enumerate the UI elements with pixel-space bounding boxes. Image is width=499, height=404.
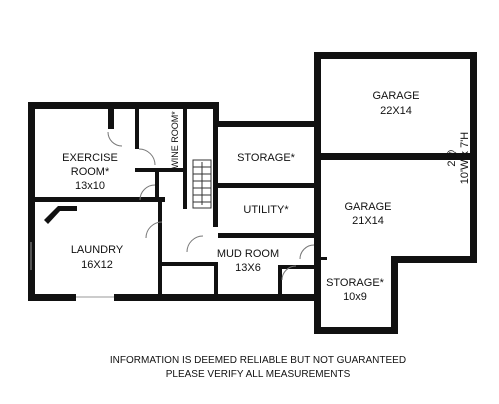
doors	[107, 131, 315, 281]
laundry-size: 16X12	[81, 259, 113, 271]
house-south-wall-b	[114, 294, 314, 301]
mud-west-partition	[162, 262, 218, 266]
disclaimer-line-1: INFORMATION IS DEEMED RELIABLE BUT NOT G…	[110, 355, 406, 366]
house-north-step	[213, 102, 219, 127]
garage-a-size: 22X14	[380, 105, 412, 117]
storage-top-name: STORAGE*	[237, 152, 296, 164]
garage-door-count: 2@	[446, 149, 458, 166]
laundry-corner-wall	[44, 206, 77, 224]
exercise-name-1: EXERCISE	[62, 152, 118, 164]
garage-door-marker	[443, 153, 473, 160]
garage-divider-wall	[321, 153, 445, 160]
wine-room-name: WINE ROOM*	[170, 111, 180, 169]
house-west-wall	[28, 102, 35, 301]
garage-b-size: 21X14	[352, 215, 384, 227]
wine-east-wall	[183, 109, 187, 209]
exercise-closet-wall	[108, 109, 114, 129]
stairs	[192, 159, 212, 209]
storage-south-wall-top	[218, 183, 314, 188]
exercise-south-wall	[35, 197, 165, 202]
exercise-name-2: ROOM*	[71, 166, 110, 178]
house-north-wall-c	[213, 121, 314, 127]
garage-east-wall	[470, 52, 477, 263]
storage-west-wall	[213, 127, 218, 227]
wine-south-wall	[135, 168, 187, 172]
mud-room-name: MUD ROOM	[217, 248, 279, 260]
mud-west-wall	[214, 262, 218, 294]
storage-south-wall	[314, 327, 398, 334]
room-labels: GARAGE 22X14 GARAGE 21X14 2@ 10'W x 7'H …	[62, 90, 471, 303]
house-north-wall-a	[28, 102, 113, 109]
hall-divider-wall	[155, 172, 159, 202]
utility-south-wall	[218, 233, 314, 238]
garage-south-wall	[391, 256, 477, 263]
laundry-name: LAUNDRY	[71, 244, 124, 256]
windows	[30, 242, 114, 298]
garage-b-name: GARAGE	[344, 201, 391, 213]
garage-west-wall	[314, 52, 321, 334]
disclaimer-line-2: PLEASE VERIFY ALL MEASUREMENTS	[166, 369, 351, 380]
garage-north-wall	[314, 52, 477, 59]
storage-bottom-name: STORAGE*	[326, 277, 385, 289]
laundry-east-wall	[158, 202, 162, 294]
storage-east-wall	[391, 256, 398, 334]
walls	[28, 52, 477, 334]
mud-east-wall	[278, 265, 282, 294]
disclaimer: INFORMATION IS DEEMED RELIABLE BUT NOT G…	[110, 355, 406, 380]
house-south-wall-a	[28, 294, 76, 301]
storage-north-stub	[321, 257, 327, 260]
mud-room-size: 13X6	[235, 262, 261, 274]
garage-door-label: 2@ 10'W x 7'H	[446, 132, 471, 185]
utility-name: UTILITY*	[243, 204, 289, 216]
closet-north-wall	[282, 265, 314, 269]
house-north-wall-b	[108, 102, 218, 109]
wine-west-wall	[135, 109, 139, 149]
garage-a-name: GARAGE	[372, 90, 419, 102]
exercise-size: 13x10	[75, 180, 105, 192]
garage-door-size: 10'W x 7'H	[459, 132, 471, 185]
storage-bottom-size: 10x9	[343, 291, 367, 303]
